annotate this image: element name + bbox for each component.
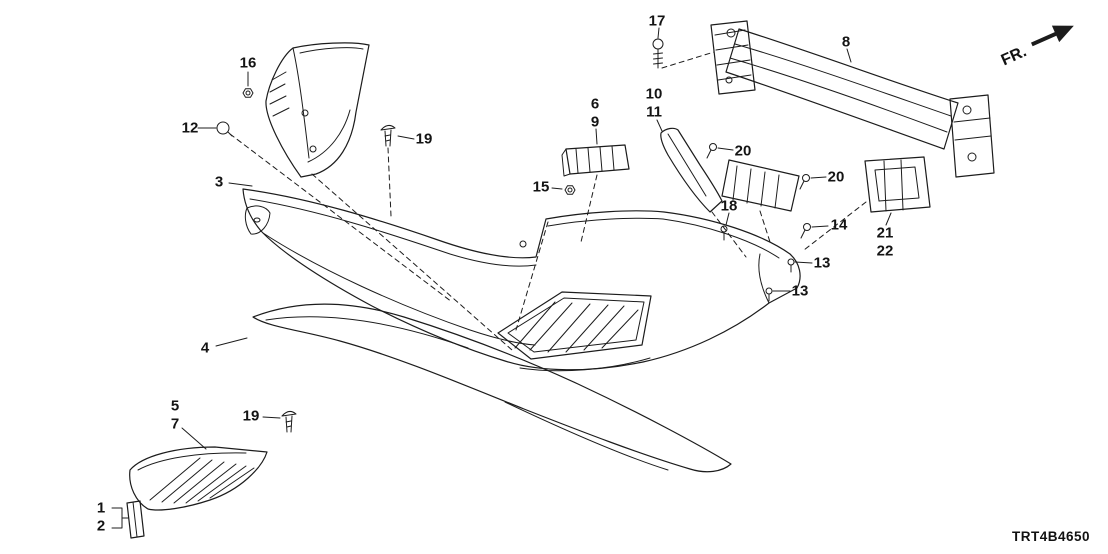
callout-19-bottom[interactable]: 19	[242, 407, 260, 425]
bolt-14-icon	[800, 223, 811, 239]
lower-side-garnish	[129, 446, 268, 511]
callout-15[interactable]: 15	[532, 178, 550, 196]
bumper-vent-opening	[497, 291, 652, 360]
clip-18-icon	[720, 225, 728, 241]
callout-5[interactable]: 5	[170, 397, 180, 415]
fr-direction: FR.	[999, 25, 1074, 69]
callout-3[interactable]: 3	[214, 173, 224, 191]
diagram-code: TRT4B4650	[1011, 529, 1090, 544]
callout-2[interactable]: 2	[96, 517, 106, 535]
callout-21[interactable]: 21	[876, 224, 894, 242]
bracket-middle	[721, 159, 800, 212]
callout-7[interactable]: 7	[170, 415, 180, 433]
clip-19-top-icon	[380, 124, 396, 147]
callout-6[interactable]: 6	[590, 95, 600, 113]
callout-20-left[interactable]: 20	[734, 142, 752, 160]
clip-13-upper-icon	[787, 258, 795, 273]
fr-arrow-icon	[1030, 25, 1074, 47]
bracket-21-22	[864, 156, 931, 213]
bracket-10-11	[660, 127, 723, 213]
clip-13-lower-icon	[765, 287, 773, 302]
bolt-20-left-icon	[706, 143, 717, 159]
callout-4[interactable]: 4	[200, 339, 210, 357]
callout-14[interactable]: 14	[830, 216, 848, 234]
nut-16-icon	[242, 88, 254, 98]
callout-19-top[interactable]: 19	[415, 130, 433, 148]
callout-10[interactable]: 10	[645, 85, 663, 103]
bumper-beam	[710, 20, 995, 178]
callout-1[interactable]: 1	[96, 499, 106, 517]
callout-18[interactable]: 18	[720, 197, 738, 215]
upper-side-garnish	[265, 42, 370, 178]
lower-skirt	[252, 303, 732, 473]
nut-15-icon	[564, 185, 576, 195]
reflector	[111, 500, 145, 539]
callout-13-lower[interactable]: 13	[791, 282, 809, 300]
bracket-6-9	[561, 144, 630, 177]
leader-lines	[181, 27, 892, 450]
fr-label: FR.	[999, 43, 1029, 69]
clip-19-bottom-icon	[281, 410, 297, 433]
callout-20-right[interactable]: 20	[827, 168, 845, 186]
callout-9[interactable]: 9	[590, 113, 600, 131]
bolt-17-icon	[652, 38, 664, 69]
callout-17[interactable]: 17	[648, 12, 666, 30]
callout-11[interactable]: 11	[646, 103, 662, 121]
callout-16[interactable]: 16	[239, 54, 257, 72]
bolt-20-right-icon	[799, 174, 810, 190]
hidden-lines	[229, 51, 867, 351]
callout-13-upper[interactable]: 13	[813, 254, 831, 272]
callout-8[interactable]: 8	[841, 33, 851, 51]
callout-22[interactable]: 22	[876, 242, 894, 260]
callout-12[interactable]: 12	[181, 119, 199, 137]
rear-bumper-face	[242, 188, 801, 372]
